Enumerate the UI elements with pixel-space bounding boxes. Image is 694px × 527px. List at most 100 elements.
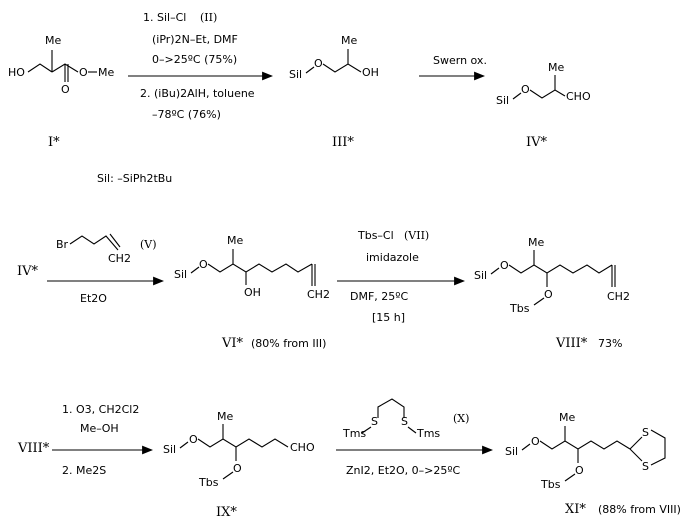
compound-label-IX: IX* <box>216 505 237 520</box>
ch2-label: CH2 <box>108 252 131 265</box>
bond <box>377 398 405 418</box>
step2-line1: 2. (iBu)2AlH, toluene <box>140 87 255 100</box>
s-right: S <box>401 415 408 428</box>
bond <box>190 266 200 274</box>
compound-III: Sil O Me OH III* <box>289 34 379 150</box>
reagent-id-V: (V) <box>140 238 157 251</box>
sil-label: Sil <box>174 268 187 281</box>
o-label: O <box>189 433 198 446</box>
s-bottom: S <box>642 460 649 473</box>
step1-line3: 0–>25ºC (75%) <box>152 53 237 66</box>
me-label: Me <box>227 234 243 247</box>
step2-line2: –78ºC (76%) <box>152 108 221 121</box>
bond <box>629 436 643 450</box>
bond <box>27 63 53 73</box>
arrow-tbs: Tbs–Cl (VII) imidazole DMF, 25ºC [15 h] <box>337 229 466 324</box>
ozone-line2: Me–OH <box>80 422 119 435</box>
compound-label-VIII: VIII* <box>555 336 588 351</box>
compound-XI: Sil O Me O Tbs S S XI* (88% from VIII) <box>505 411 681 517</box>
compound-label-IV: IV* <box>526 135 548 150</box>
bond <box>179 441 189 449</box>
o-label: O <box>531 435 540 448</box>
tms-left: Tms <box>342 427 366 440</box>
compound-IX: Sil O Me O Tbs CHO IX* <box>163 410 315 520</box>
ome-label: Me <box>98 66 114 79</box>
me-label: Me <box>559 411 575 424</box>
yield-VI: (80% from III) <box>251 337 326 350</box>
tbs-id: (VII) <box>404 229 429 242</box>
reagent-id-X: (X) <box>453 412 469 425</box>
compound-label-IV-start: IV* <box>17 264 39 279</box>
sil-label: Sil <box>289 68 302 81</box>
tbs-line2: imidazole <box>366 251 419 264</box>
tbs-line1: Tbs–Cl <box>357 229 394 242</box>
compound-I: HO Me O O Me I* <box>8 34 114 150</box>
compound-IV: Sil O Me CHO IV* <box>496 61 591 150</box>
oh-label: OH <box>362 66 379 79</box>
compound-label-XI: XI* <box>565 502 586 517</box>
yield-VIII: 73% <box>598 337 622 350</box>
otbs-o: O <box>233 462 242 475</box>
solvent-label: Et2O <box>80 292 107 305</box>
sil-label: Sil <box>474 269 487 282</box>
bond <box>69 235 119 251</box>
bond <box>533 297 545 306</box>
me-label: Me <box>341 34 357 47</box>
bond <box>361 426 372 434</box>
sil-label: Sil <box>505 445 518 458</box>
bond <box>629 448 643 462</box>
bond <box>222 471 234 480</box>
swern-label: Swern ox. <box>433 54 487 67</box>
me-label: Me <box>528 236 544 249</box>
bond <box>407 426 417 434</box>
bond <box>564 473 576 482</box>
compound-label-VI: VI* <box>221 336 244 351</box>
cho-label: CHO <box>566 90 591 103</box>
bond <box>650 429 666 466</box>
yield-XI: (88% from VIII) <box>598 503 681 516</box>
reagent-V: Br CH2 (V) <box>56 233 157 265</box>
tbs-label: Tbs <box>540 478 561 491</box>
ester-o: O <box>79 66 88 79</box>
o-label: O <box>521 83 530 96</box>
me-label: Me <box>45 34 61 47</box>
compound-label-I: I* <box>48 135 60 150</box>
bond <box>207 263 313 273</box>
compound-VI: Sil O Me OH CH2 VI* (80% from III) <box>174 234 330 351</box>
cho-label: CHO <box>290 441 315 454</box>
br-label: Br <box>56 238 69 251</box>
me-label: Me <box>217 410 233 423</box>
arrow-swern: Swern ox. <box>419 54 487 81</box>
compound-label-III: III* <box>332 135 354 150</box>
step1-reagent-id: (II) <box>200 11 217 24</box>
bond <box>109 233 121 248</box>
ozone-line1: 1. O3, CH2Cl2 <box>62 403 139 416</box>
compound-VIII: Sil O Me O Tbs CH2 VIII* 73% <box>474 236 630 351</box>
tbs-label: Tbs <box>509 302 530 315</box>
otbs-o: O <box>544 288 553 301</box>
step1-line2: (iPr)2N–Et, DMF <box>152 33 238 46</box>
bond <box>508 264 613 274</box>
arrow-ozonolysis: 1. O3, CH2Cl2 Me–OH 2. Me2S <box>52 403 154 477</box>
step1-line1: 1. Sil–Cl <box>143 11 186 24</box>
bond <box>197 438 289 448</box>
otbs-o: O <box>575 464 584 477</box>
compound-label-VIII-start: VIII* <box>17 441 50 456</box>
bond <box>521 443 531 451</box>
bond <box>322 63 362 73</box>
bond <box>512 92 522 100</box>
dithiane-conditions: ZnI2, Et2O, 0–>25ºC <box>346 464 461 477</box>
tms-right: Tms <box>416 427 440 440</box>
arrow-step1: 1. Sil–Cl (II) (iPr)2N–Et, DMF 0–>25ºC (… <box>128 11 274 121</box>
bond <box>490 267 500 275</box>
s-top: S <box>642 426 649 439</box>
ch2-label: CH2 <box>607 290 630 303</box>
carbonyl-o: O <box>61 83 70 96</box>
s-left: S <box>371 415 378 428</box>
tbs-label: Tbs <box>198 476 219 489</box>
sil-definition: Sil: –SiPh2tBu <box>97 172 172 185</box>
ozone-line3: 2. Me2S <box>62 464 106 477</box>
reagent-X: Tms S S Tms (X) <box>342 398 469 440</box>
